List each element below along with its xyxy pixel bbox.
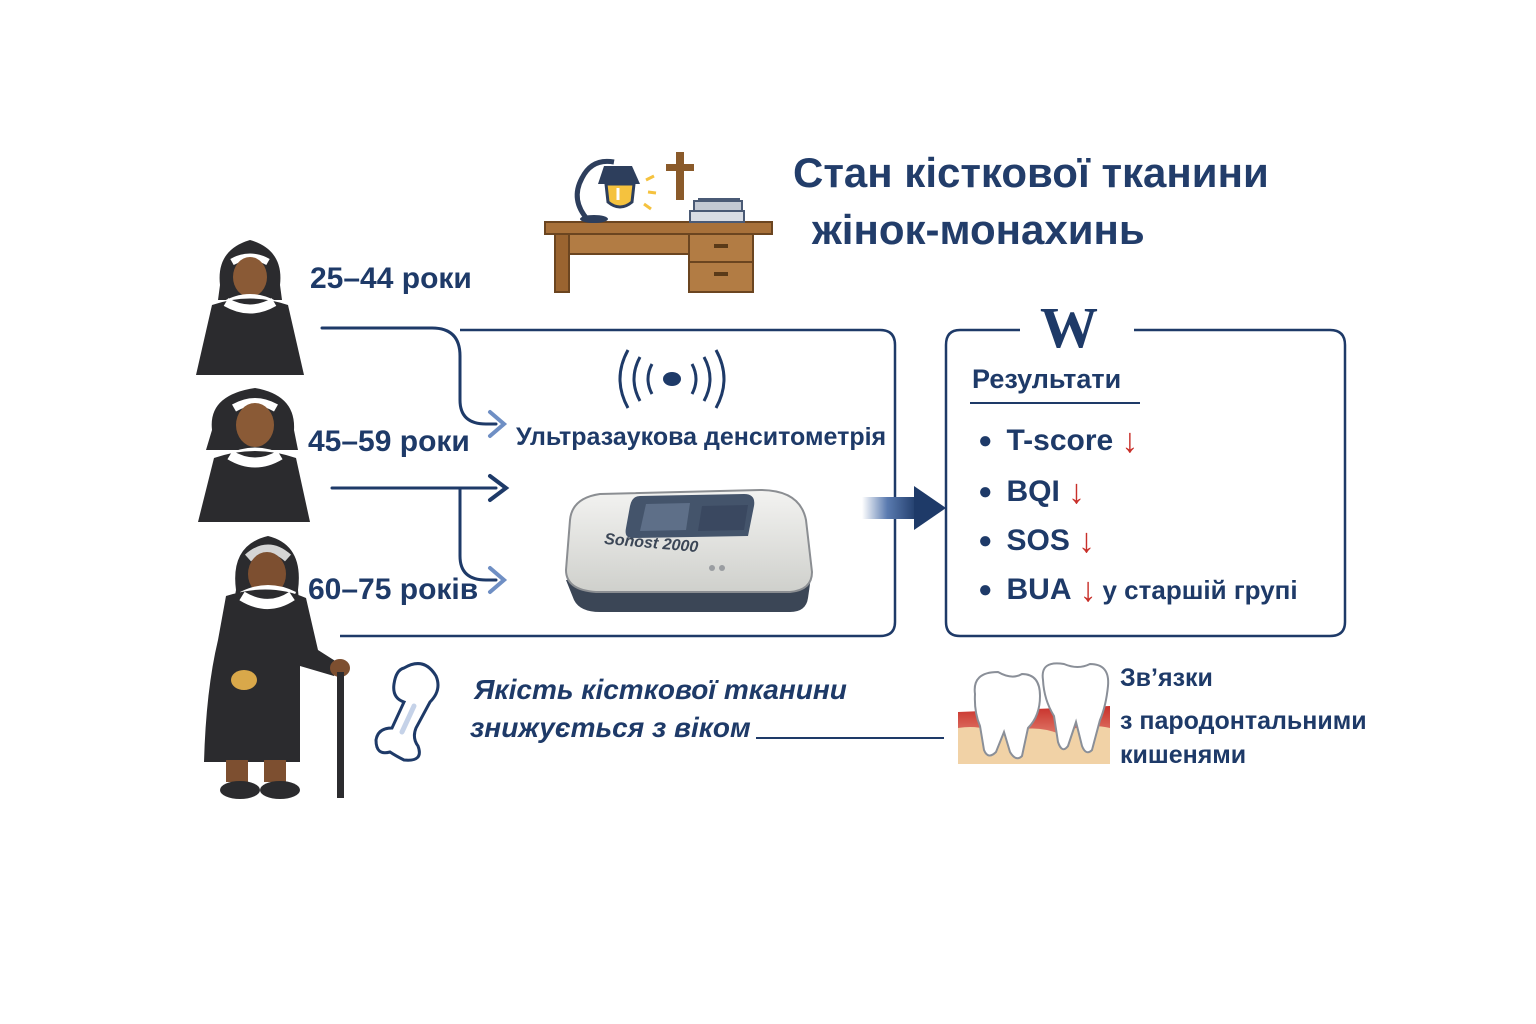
result-name: BUA <box>1006 573 1072 606</box>
bone-icon <box>374 662 440 762</box>
arrow-to-results <box>862 486 946 530</box>
group-label-older: 60–75 років <box>308 573 479 606</box>
densitometer-icon <box>564 488 814 612</box>
books-icon <box>689 198 745 223</box>
association-line3: кишенями <box>1120 741 1247 769</box>
flow-connectors <box>320 326 510 594</box>
result-name: T-score <box>1006 424 1114 457</box>
bullet: ● <box>978 576 993 603</box>
result-note: у старшій групі <box>1102 574 1298 605</box>
down-arrow-icon: ↓ <box>1121 422 1139 460</box>
nun-icon <box>198 388 310 522</box>
association-line2: з пародонтальними <box>1120 707 1367 735</box>
result-name: BQI <box>1006 475 1060 508</box>
result-item: ● BQI ↓ <box>978 472 1085 512</box>
logo: W <box>1040 295 1098 360</box>
desk-icon <box>544 221 773 293</box>
results-frame <box>944 328 1347 638</box>
results-heading: Результати <box>972 364 1122 394</box>
nun-icon <box>204 536 350 799</box>
down-arrow-icon: ↓ <box>1067 473 1085 511</box>
conclusion-line2: знижується з віком <box>470 712 751 743</box>
result-name: SOS <box>1006 524 1070 557</box>
teeth-icon <box>958 662 1110 764</box>
desk-lamp-icon <box>574 158 657 223</box>
page-title-line2: жінок-монахинь <box>812 206 1145 253</box>
method-label: Ультразаукова денситометрія <box>516 423 887 451</box>
nun-icon <box>196 240 304 375</box>
down-arrow-icon: ↓ <box>1077 522 1095 560</box>
page-title-line1: Стан кісткової тканини <box>793 149 1269 196</box>
bullet: ● <box>978 527 993 554</box>
association-line1: Зв’язки <box>1120 664 1213 692</box>
method-frame <box>340 328 897 638</box>
result-item: ● T-score ↓ <box>978 421 1138 461</box>
down-arrow-icon: ↓ <box>1079 571 1097 609</box>
cross-icon <box>666 152 694 200</box>
conclusion-line1: Якість кісткової тканини <box>474 674 847 705</box>
bullet: ● <box>978 427 993 454</box>
bullet: ● <box>978 478 993 505</box>
result-item: ● BUA ↓ у старшій групі <box>978 570 1298 610</box>
group-label-middle: 45–59 роки <box>308 425 470 458</box>
group-label-young: 25–44 роки <box>310 262 472 295</box>
result-item: ● SOS ↓ <box>978 521 1095 561</box>
signal-icon <box>618 349 726 409</box>
